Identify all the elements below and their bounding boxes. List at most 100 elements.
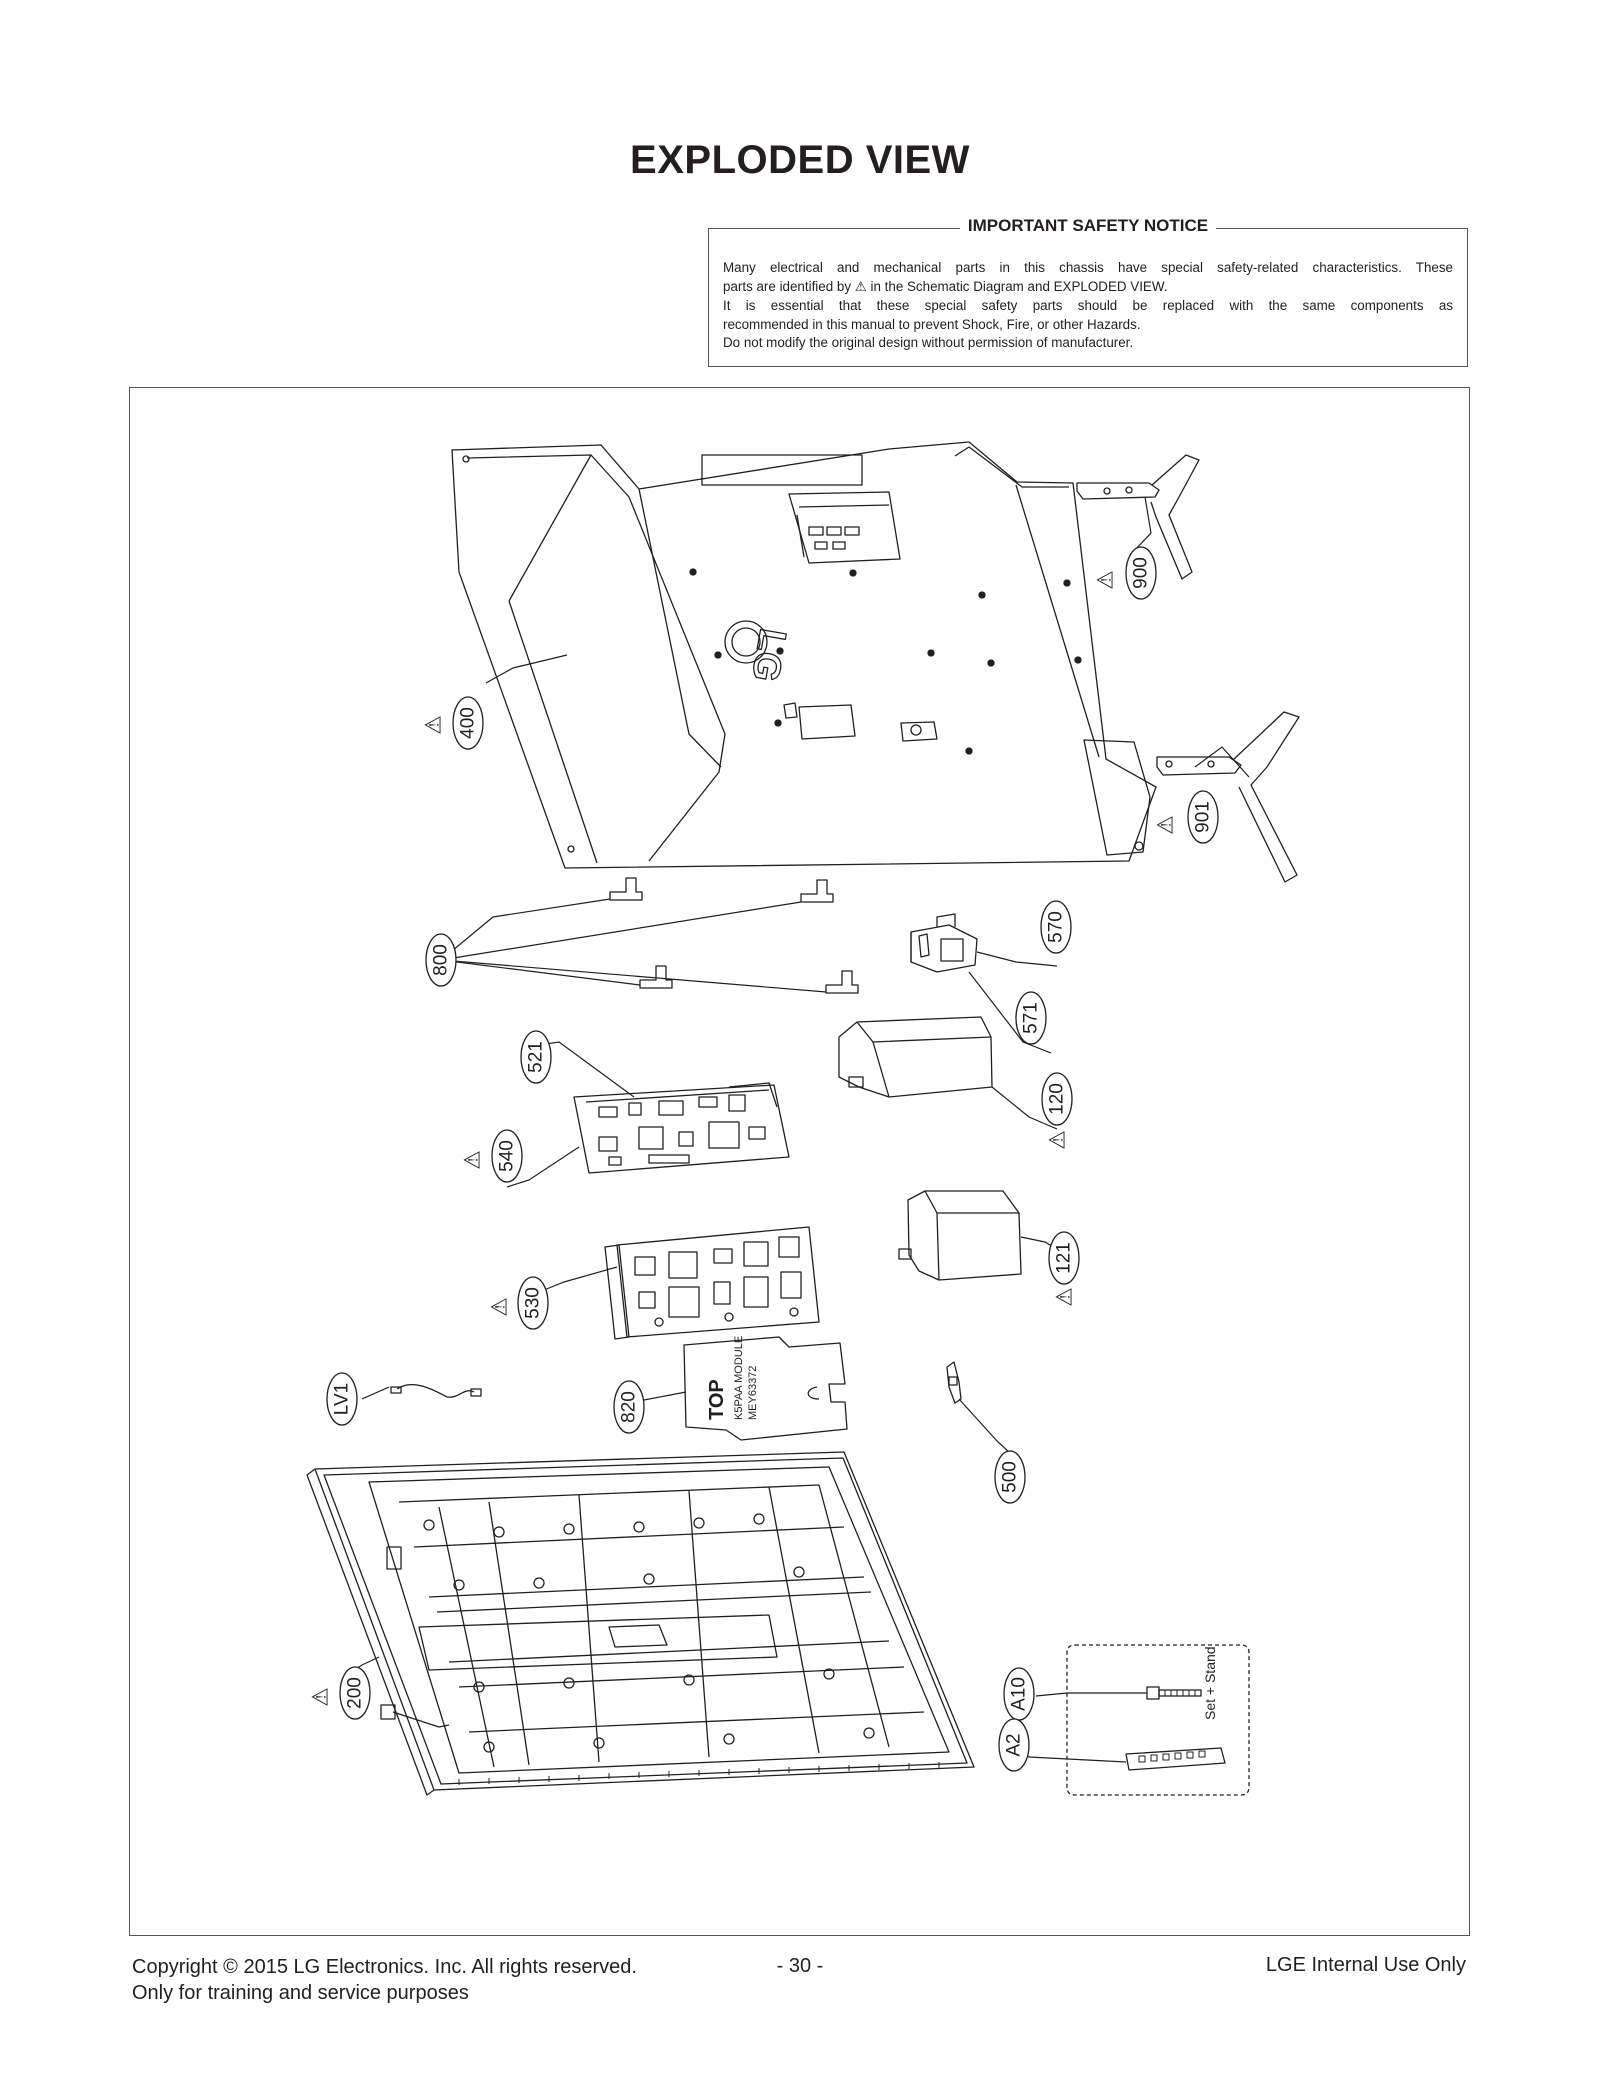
lvds-cable-part [390, 1383, 482, 1398]
callout-number: 120 [1047, 1083, 1068, 1115]
callout-number: 521 [526, 1041, 547, 1073]
callout-bubble [613, 1380, 645, 1434]
callout-bubble [491, 1129, 523, 1183]
power-board-part [604, 1226, 820, 1340]
callout-number: 570 [1046, 911, 1067, 943]
leader-lines [343, 496, 1250, 1763]
stand-body-part [1076, 454, 1200, 580]
callout-number: 820 [619, 1391, 640, 1423]
notice-line-part: in the Schematic Diagram and EXPLODED VI… [870, 278, 1168, 294]
callout-number: 530 [523, 1287, 544, 1319]
wall-mount-clip-part [609, 877, 859, 994]
warning-triangle-icon: ⚠ [422, 715, 447, 735]
board-label-text: TOP K5PAA MODULE MEY63372 [706, 1336, 759, 1420]
board-label-line: TOP [706, 1379, 728, 1420]
accessory-group-label: Set + Stand [1202, 1646, 1218, 1720]
callout-a10: A10 [1003, 1667, 1035, 1721]
back-cover-part [451, 441, 1157, 869]
notice-line: parts are identified by ⚠ in the Schemat… [723, 278, 1453, 298]
callout-bubble [339, 1666, 371, 1720]
callout-571: 571 [1015, 991, 1047, 1045]
callout-number: A10 [1009, 1677, 1030, 1711]
safety-notice-box: IMPORTANT SAFETY NOTICE Many electrical … [708, 216, 1468, 367]
page-title: EXPLODED VIEW [630, 138, 970, 182]
callout-layer: 400 ⚠ 900 ⚠ 901 ⚠ 800 570 571 120 ⚠ 521 540 ⚠ 121 ⚠ 530 ⚠… [309, 546, 1219, 1772]
warning-triangle-icon: ⚠ [854, 279, 867, 295]
exploded-view-diagram: LG [306, 441, 1300, 1796]
diagram-frame [129, 387, 1470, 1936]
screw-part [1146, 1686, 1202, 1700]
callout-bubble [1187, 790, 1219, 844]
callout-bubble [326, 1372, 358, 1426]
callout-400: 400 ⚠ [422, 696, 484, 750]
callout-number: LV1 [332, 1383, 353, 1415]
power-button-module-part [910, 913, 978, 973]
callout-number: 800 [431, 944, 452, 976]
callout-number: 540 [497, 1140, 518, 1172]
warning-triangle-icon: ⚠ [1154, 815, 1179, 835]
copyright-line: Copyright © 2015 LG Electronics. Inc. Al… [132, 1956, 637, 1978]
back-cover-logo: LG [743, 625, 794, 684]
notice-line-part: parts are identified by [723, 278, 852, 294]
callout-lv1: LV1 [326, 1372, 358, 1426]
notice-line: Many electrical and mechanical parts in … [723, 260, 1453, 275]
page-number: - 30 - [776, 1955, 824, 1977]
copyright-line: Only for training and service purposes [132, 1982, 469, 2004]
callout-120: 120 ⚠ [1041, 1072, 1073, 1150]
safety-notice-body: Many electrical and mechanical parts in … [723, 259, 1453, 353]
warning-triangle-icon: ⚠ [1094, 570, 1119, 590]
accessory-group-outline [1066, 1644, 1250, 1796]
warning-triangle-icon: ⚠ [461, 1150, 486, 1170]
board-label-part [683, 1336, 848, 1441]
speaker-121-part [898, 1190, 1022, 1281]
stand-base-part [1156, 711, 1300, 883]
warning-triangle-icon: ⚠ [1046, 1130, 1071, 1150]
display-module-part [306, 1451, 975, 1796]
internal-use-notice: LGE Internal Use Only [1265, 1954, 1466, 1976]
callout-bubble [520, 1030, 552, 1084]
callout-800: 800 [425, 933, 457, 987]
callout-530: 530 ⚠ [488, 1276, 549, 1330]
callout-number: 121 [1054, 1242, 1075, 1274]
notice-line: recommended in this manual to prevent Sh… [723, 316, 1141, 332]
callout-200: 200 ⚠ [309, 1666, 371, 1720]
board-label-line: MEY63372 [747, 1366, 759, 1420]
callout-bubble [994, 1450, 1026, 1504]
callout-540: 540 ⚠ [461, 1129, 523, 1183]
callout-bubble [1041, 1072, 1073, 1126]
callout-number: A2 [1004, 1733, 1025, 1756]
callout-number: 900 [1131, 557, 1152, 589]
callout-bubble [1040, 900, 1072, 954]
callout-500: 500 [994, 1450, 1026, 1504]
notice-line: It is essential that these special safet… [723, 298, 1453, 314]
callout-bubble [1125, 546, 1157, 600]
callout-bubble [1048, 1231, 1080, 1285]
warning-triangle-icon: ⚠ [1053, 1287, 1078, 1307]
safety-notice-heading: IMPORTANT SAFETY NOTICE [959, 216, 1217, 235]
ir-receiver-part [946, 1361, 962, 1404]
callout-bubble [452, 696, 484, 750]
callout-number: 200 [345, 1677, 366, 1709]
warning-triangle-icon: ⚠ [488, 1297, 513, 1317]
callout-121: 121 ⚠ [1048, 1231, 1080, 1307]
callout-number: 571 [1021, 1002, 1042, 1034]
callout-901: 901 ⚠ [1154, 790, 1219, 844]
copyright-notice: Copyright © 2015 LG Electronics. Inc. Al… [132, 1954, 637, 2006]
callout-number: 400 [458, 707, 479, 739]
callout-521: 521 [520, 1030, 552, 1084]
callout-570: 570 [1040, 900, 1072, 954]
board-label-line: K5PAA MODULE [733, 1336, 745, 1420]
callout-900: 900 ⚠ [1094, 546, 1157, 600]
callout-bubble [1015, 991, 1047, 1045]
callout-bubble [425, 933, 457, 987]
callout-bubble [998, 1718, 1030, 1772]
warning-triangle-icon: ⚠ [309, 1687, 334, 1707]
main-board-part [573, 1082, 790, 1174]
callout-a2: A2 [998, 1718, 1030, 1772]
callout-number: 500 [1000, 1461, 1021, 1493]
notice-line: Do not modify the original design withou… [723, 335, 1134, 351]
remote-control-part [1125, 1747, 1226, 1771]
callout-820: 820 [613, 1380, 645, 1434]
callout-number: 901 [1193, 801, 1214, 833]
callout-bubble [517, 1276, 549, 1330]
